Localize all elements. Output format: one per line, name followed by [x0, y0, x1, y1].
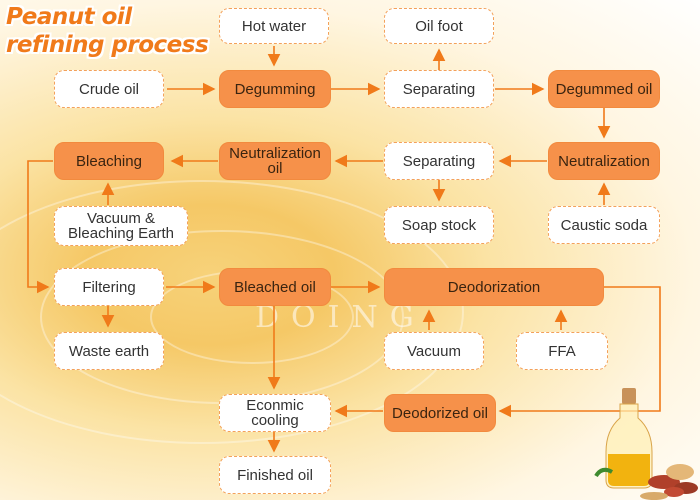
node-degummed-oil: Degummed oil [548, 70, 660, 108]
node-vacuum: Vacuum [384, 332, 484, 370]
node-bleached-oil: Bleached oil [219, 268, 331, 306]
arrow-deodorization-to-deodorized [498, 286, 661, 418]
node-deodorization: Deodorization [384, 268, 604, 306]
node-vacuum-bleaching-earth-line2: Bleaching Earth [68, 225, 174, 242]
background-swirl [0, 180, 464, 444]
node-crude-oil: Crude oil [54, 70, 164, 108]
arrow-bleaching-to-filtering [27, 160, 53, 294]
bottle-oil [608, 454, 650, 486]
node-vacuum-bleaching-earth-line1: Vacuum & [86, 210, 156, 227]
leaf [594, 467, 614, 478]
node-degumming: Degumming [219, 70, 331, 108]
node-econmic-cooling: Econmic cooling [219, 394, 331, 432]
peanut-shell [666, 464, 694, 480]
node-hot-water: Hot water [219, 8, 329, 44]
diagram-title-line1: Peanut oil [6, 4, 132, 30]
node-finished-oil: Finished oil [219, 456, 331, 494]
node-waste-earth: Waste earth [54, 332, 164, 370]
node-bleaching: Bleaching [54, 142, 164, 180]
node-separating-1: Separating [384, 70, 494, 108]
bottle-cork [622, 388, 636, 404]
node-separating-2: Separating [384, 142, 494, 180]
node-neutralization-oil-line2: oil [267, 160, 283, 177]
node-soap-stock: Soap stock [384, 206, 494, 244]
node-neutralization-oil-line1: Neutralization [229, 145, 321, 162]
node-neutralization: Neutralization [548, 142, 660, 180]
node-econmic-cooling-line1: Econmic [246, 397, 304, 414]
node-neutralization-oil: Neutralization oil [219, 142, 331, 180]
node-deodorized-oil: Deodorized oil [384, 394, 496, 432]
node-vacuum-bleaching-earth: Vacuum & Bleaching Earth [54, 206, 188, 246]
node-filtering: Filtering [54, 268, 164, 306]
diagram-title-line2: refining process [6, 32, 209, 58]
peanut-shell [640, 492, 668, 500]
peanut [664, 487, 684, 497]
node-oil-foot: Oil foot [384, 8, 494, 44]
oil-bottle-peanuts-illustration [594, 388, 698, 500]
node-caustic-soda: Caustic soda [548, 206, 660, 244]
node-econmic-cooling-line2: cooling [251, 412, 299, 429]
node-ffa: FFA [516, 332, 608, 370]
